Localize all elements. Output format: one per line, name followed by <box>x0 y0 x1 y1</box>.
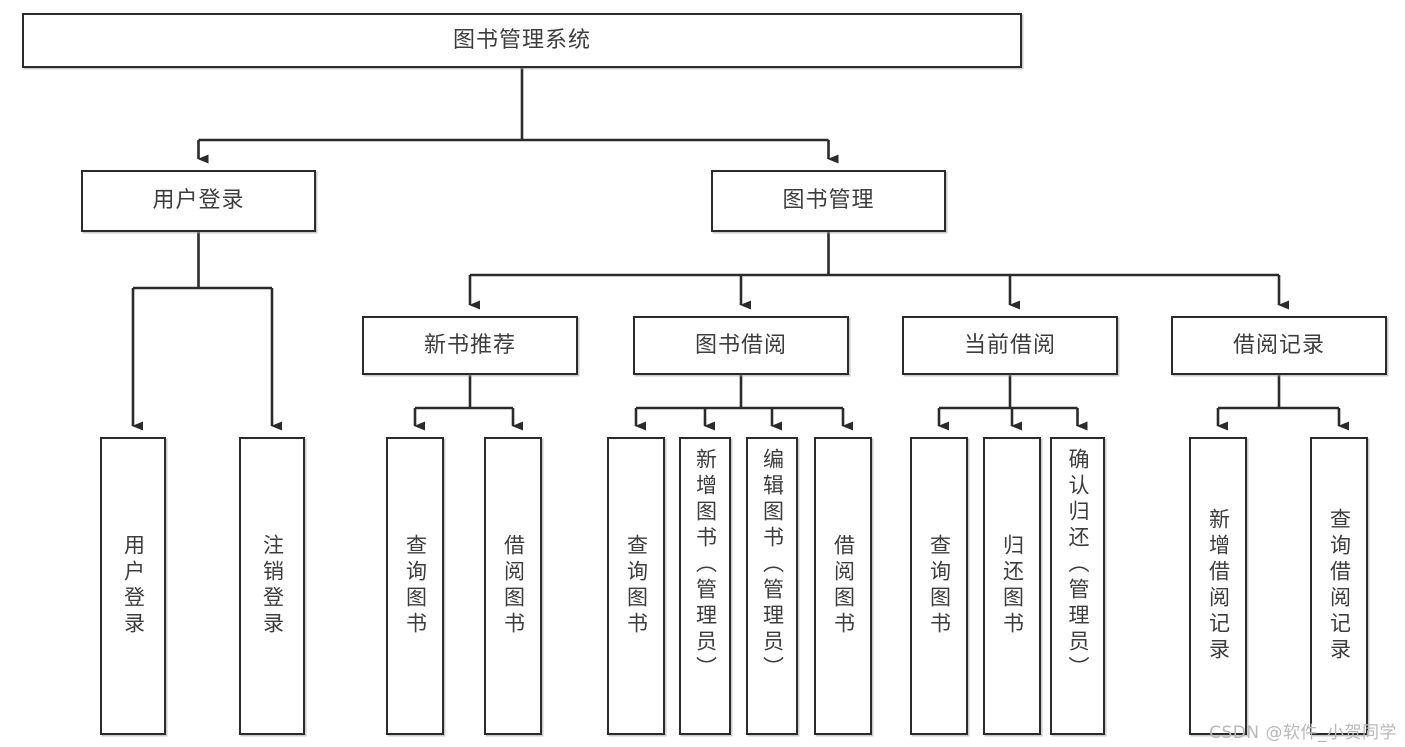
node-label: 归还图书 <box>1000 534 1025 638</box>
node-label: 编辑图书（管理员） <box>760 448 785 682</box>
leaf-node-12[interactable]: 查询借阅记录 <box>1310 437 1368 735</box>
node-label: 注销登录 <box>260 534 285 638</box>
node-label: 借阅记录 <box>1232 332 1325 358</box>
leaf-node-0[interactable]: 用户登录 <box>100 437 166 735</box>
node-label: 借阅图书 <box>501 534 526 638</box>
leaf-node-6[interactable]: 编辑图书（管理员） <box>746 437 798 735</box>
leaf-node-1[interactable]: 注销登录 <box>239 437 305 735</box>
branch-node-0[interactable]: 用户登录 <box>81 170 316 232</box>
node-label: 用户登录 <box>152 188 245 214</box>
node-label: 查询图书 <box>927 534 952 638</box>
node-label: 图书管理 <box>782 188 875 214</box>
node-label: 新书推荐 <box>423 332 516 358</box>
category-node-1[interactable]: 图书借阅 <box>633 316 849 375</box>
leaf-node-2[interactable]: 查询图书 <box>386 437 444 735</box>
root-node-0[interactable]: 图书管理系统 <box>22 13 1022 68</box>
node-label: 新增图书（管理员） <box>693 448 718 682</box>
node-label: 查询图书 <box>624 534 649 638</box>
node-label: 查询借阅记录 <box>1327 508 1352 664</box>
node-label: 借阅图书 <box>831 534 856 638</box>
category-node-2[interactable]: 当前借阅 <box>902 316 1118 375</box>
node-label: 用户登录 <box>121 534 146 638</box>
branch-node-1[interactable]: 图书管理 <box>711 170 946 232</box>
node-label: 新增借阅记录 <box>1206 508 1231 664</box>
node-label: 确认归还（管理员） <box>1066 448 1090 682</box>
category-node-0[interactable]: 新书推荐 <box>362 316 578 375</box>
leaf-node-4[interactable]: 查询图书 <box>607 437 665 735</box>
node-label: 当前借阅 <box>963 332 1056 358</box>
leaf-node-8[interactable]: 查询图书 <box>910 437 968 735</box>
leaf-node-9[interactable]: 归还图书 <box>983 437 1041 735</box>
node-label: 查询图书 <box>403 534 428 638</box>
leaf-node-7[interactable]: 借阅图书 <box>814 437 872 735</box>
category-node-3[interactable]: 借阅记录 <box>1171 316 1387 375</box>
leaf-node-3[interactable]: 借阅图书 <box>484 437 542 735</box>
node-label: 图书借阅 <box>694 332 787 358</box>
leaf-node-5[interactable]: 新增图书（管理员） <box>679 437 731 735</box>
node-label: 图书管理系统 <box>452 27 591 53</box>
leaf-node-11[interactable]: 新增借阅记录 <box>1189 437 1247 735</box>
leaf-node-10[interactable]: 确认归还（管理员） <box>1050 437 1105 735</box>
